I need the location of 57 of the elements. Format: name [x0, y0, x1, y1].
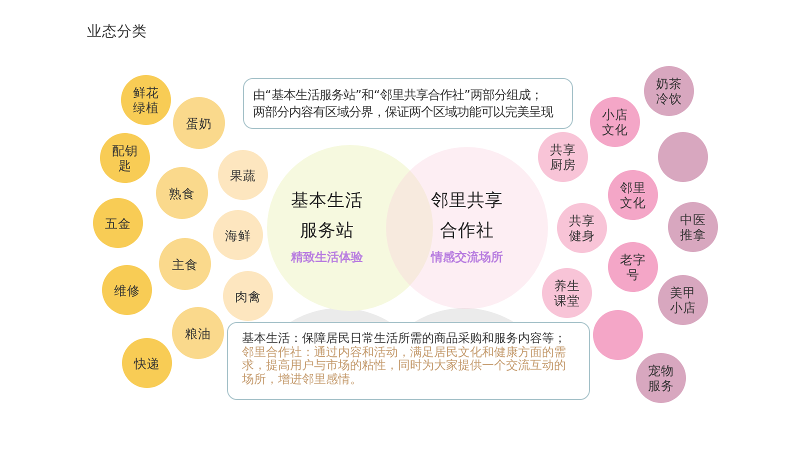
category-label: 五金	[104, 216, 132, 230]
category-circle	[542, 268, 592, 318]
note-box	[227, 322, 590, 400]
category-circle	[218, 150, 268, 200]
category-label: 配钥匙	[111, 143, 139, 173]
category-circle	[590, 97, 640, 147]
category-label: 快递	[132, 356, 161, 370]
category-label: 养生课堂	[553, 278, 581, 308]
venn-subtitle: 精致生活体验	[291, 250, 363, 264]
category-circle	[608, 242, 658, 292]
venn-title: 邻里共享合作社	[430, 190, 504, 242]
category-label: 老字号	[619, 252, 647, 282]
category-circle	[658, 275, 708, 325]
category-circle	[557, 203, 607, 253]
category-circle	[538, 132, 588, 182]
category-circle	[608, 170, 658, 220]
venn-subtitle: 情感交流场所	[431, 250, 503, 264]
note-box	[243, 78, 573, 129]
page-title: 业态分类	[87, 23, 147, 41]
category-circle	[668, 202, 718, 252]
category-label: 共享健身	[568, 213, 596, 243]
category-label: 粮油	[184, 326, 212, 340]
category-label: 肉禽	[234, 288, 262, 304]
category-label: 海鲜	[224, 228, 252, 242]
note-text: 基本生活：保障居民日常生活所需的商品采购和服务内容等；	[242, 332, 566, 346]
category-label: 美甲小店	[669, 285, 697, 315]
category-label: 邻里文化	[619, 180, 647, 210]
category-label: 共享厨房	[549, 142, 577, 172]
note-text: 邻里合作社：通过内容和活动，满足居民文化和健康方面的需求，提高用户与市场的粘性，同时为大家提供一个交流互动的场所，增进邻里感情。	[242, 346, 566, 386]
category-circle	[636, 353, 686, 403]
category-label: 奶茶冷饮	[655, 76, 683, 106]
category-circle	[593, 310, 643, 360]
venn-title: 基本生活服务站	[290, 190, 364, 242]
category-label: 蛋奶	[185, 116, 213, 130]
category-circle	[93, 198, 143, 248]
category-circle	[172, 307, 224, 359]
category-circle	[100, 133, 150, 183]
category-circle	[159, 238, 211, 290]
category-circle	[213, 210, 263, 260]
note-text: 两部分内容有区域分界，保证两个区域功能可以完美呈现	[253, 104, 554, 121]
category-circle	[658, 132, 708, 182]
category-circle	[102, 265, 152, 315]
category-label: 鲜花绿植	[132, 85, 160, 115]
category-label: 维修	[113, 282, 141, 298]
category-circle	[644, 66, 694, 116]
category-label: 主食	[171, 256, 199, 272]
category-label: 小店文化	[601, 107, 629, 137]
category-circle	[223, 271, 273, 321]
category-circle	[173, 97, 225, 149]
category-circle	[156, 167, 208, 219]
category-circle	[121, 75, 171, 125]
category-circle	[122, 338, 172, 388]
category-label: 熟食	[168, 186, 196, 200]
category-label: 果蔬	[229, 168, 257, 182]
note-text: 由“基本生活服务站”和“邻里共享合作社”两部分组成；	[253, 87, 544, 104]
category-label: 宠物服务	[647, 363, 675, 393]
category-label: 中医推拿	[679, 212, 707, 242]
